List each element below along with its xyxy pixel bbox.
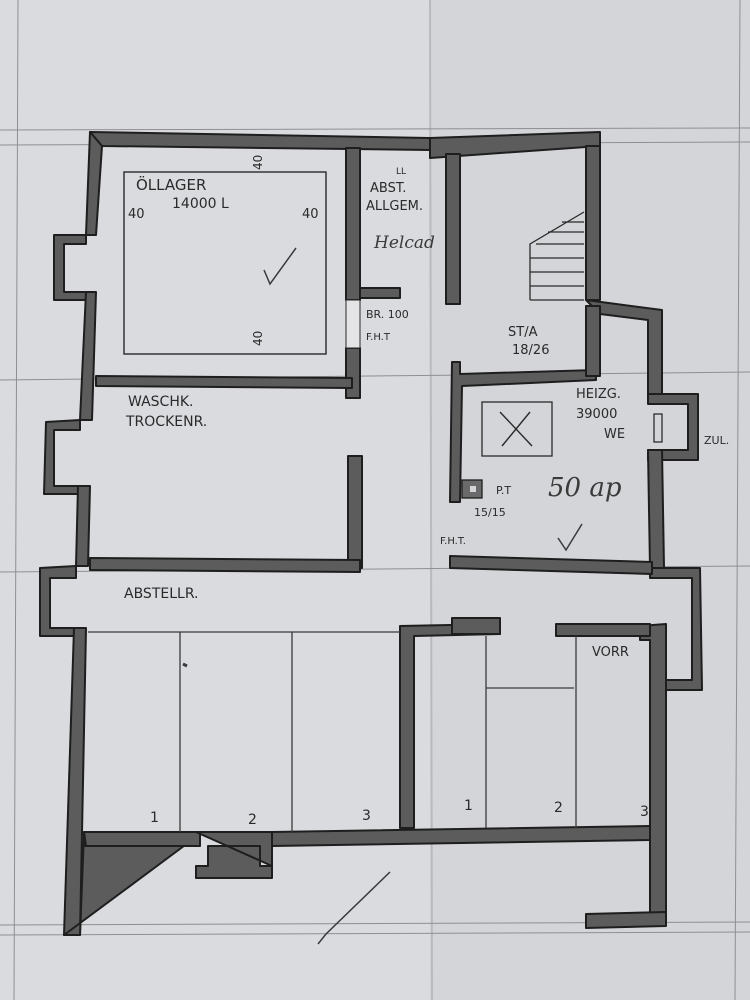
large-check-mark — [317, 871, 391, 945]
wall-oil-right-lower — [345, 347, 361, 399]
boiler-label-line3: WE — [604, 427, 625, 442]
wall-laundry-right — [347, 455, 363, 569]
opening-note-line2: F.H.T — [366, 332, 391, 343]
fht-label: F.H.T. — [440, 536, 466, 547]
wall-right-3 — [647, 449, 665, 569]
abst-name-line2: ALLGEM. — [366, 199, 423, 214]
wall-vorr-top — [555, 623, 651, 637]
abst-marker: LL — [396, 167, 406, 177]
boiler-check-mark — [557, 523, 583, 552]
stairs-label-line1: ST/A — [508, 325, 538, 340]
wall-bottom-bump — [195, 831, 273, 879]
wall-bottom-left — [83, 831, 201, 847]
oil-dim-left: 40 — [128, 207, 145, 222]
stairs-label-line2: 18/26 — [512, 343, 549, 358]
abst-name-line1: ABST. — [370, 181, 406, 196]
staircase — [529, 211, 585, 301]
laundry-label-line1: WASCHK. — [128, 394, 193, 410]
chimney-flue — [470, 486, 476, 492]
laundry-label-line2: TROCKENR. — [125, 414, 207, 430]
oil-tank-outline — [123, 171, 327, 355]
wall-opening — [345, 299, 361, 349]
boiler-label-line1: HEIZG. — [576, 387, 621, 402]
vorr-label: VORR — [592, 645, 629, 660]
wall-abst-right — [445, 153, 461, 305]
abst-handwritten-note: Helcad — [373, 233, 435, 253]
wall-boiler-bottom — [449, 555, 653, 575]
wall-left-1 — [85, 131, 103, 236]
storage-label: ABSTELLR. — [124, 586, 199, 602]
wall-oil-right — [345, 147, 361, 301]
boiler-handwritten-note: 50 ap — [548, 473, 622, 503]
oil-room-name: ÖLLAGER — [136, 175, 206, 194]
walls — [39, 131, 703, 936]
wall-cellar-stub — [451, 617, 501, 635]
cubicle-number-3: 3 — [362, 808, 371, 824]
cubicle-number-6: 3 — [640, 804, 649, 820]
wall-left-2 — [79, 291, 97, 421]
wall-abst-bottom — [359, 287, 401, 299]
wall-stairs-right — [585, 305, 601, 377]
boiler-unit — [481, 401, 553, 457]
opening-note-line1: BR. 100 — [366, 308, 409, 321]
wall-laundry-bottom — [89, 557, 361, 573]
oil-room-capacity: 14000 L — [172, 196, 229, 212]
wall-right-1 — [585, 145, 601, 301]
cubicle-number-4: 1 — [464, 798, 473, 814]
cubicle-number-2: 2 — [248, 812, 257, 828]
boiler-label-line2: 39000 — [576, 407, 617, 422]
vent-opening — [653, 413, 663, 443]
oil-dim-right: 40 — [302, 207, 319, 222]
chimney-label-line1: P.T — [496, 484, 511, 497]
chimney-label-line2: 15/15 — [474, 506, 506, 519]
wall-left-3 — [75, 485, 91, 567]
oil-check-mark — [263, 247, 297, 286]
wall-right-bottom — [585, 911, 667, 929]
oil-dim-top: 40 — [251, 155, 265, 170]
cubicle-number-1: 1 — [150, 810, 159, 826]
oil-dim-bottom: 40 — [251, 331, 265, 346]
cubicle-number-5: 2 — [554, 800, 563, 816]
wall-oil-bottom — [95, 375, 353, 389]
wall-boiler-top-left — [449, 361, 597, 503]
vent-label: ZUL. — [704, 434, 729, 447]
boiler-cross-icon — [499, 411, 533, 447]
partitions — [88, 631, 577, 832]
